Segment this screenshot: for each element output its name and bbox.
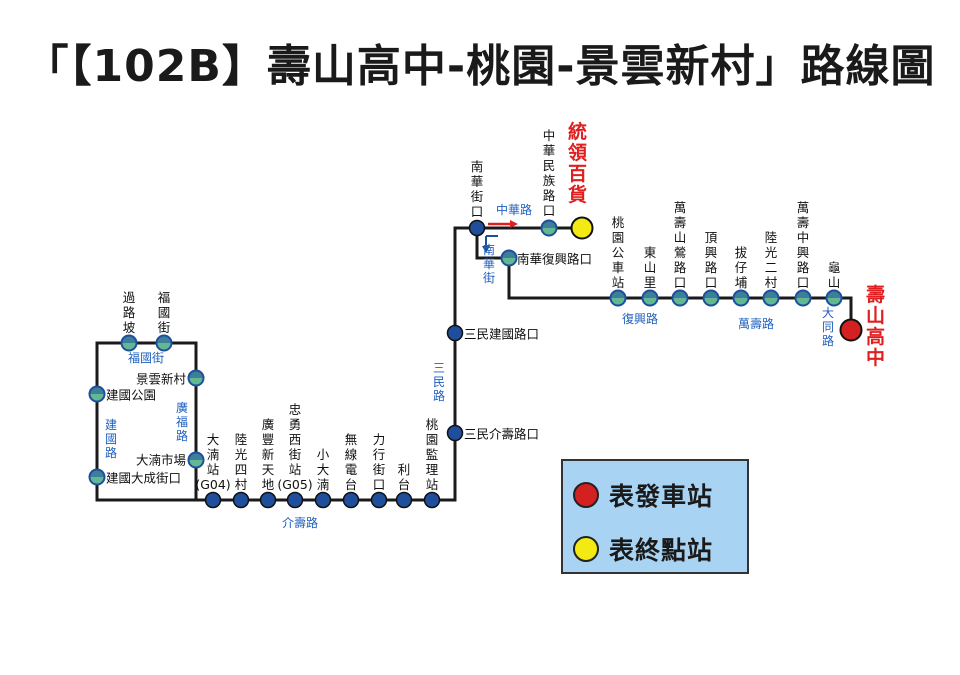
stop-nanhua-jiekou [468,219,486,237]
label-luguang-sicun: 陸光四村 [234,432,248,492]
road-zhonghua: 中華路 [496,203,533,217]
stop-xiaodadi [314,491,332,509]
label-zhonghua-minzu: 中華民族路口 [542,128,556,218]
stop-dongshanli [641,289,659,307]
label-guangfeng: 廣豐新天地 [261,417,275,492]
stop-danan [204,491,222,509]
route-line [95,226,853,502]
stop-lixing [370,491,388,509]
label-dingxing: 頂興路口 [704,230,718,290]
end-terminal-dot [570,216,594,240]
label-lita: 利台 [397,462,411,492]
label-taoyuan-bus: 桃園公車站 [611,215,625,290]
stop-zhonghua-minzu [540,219,558,237]
stop-sanmin-jianguo [446,324,464,342]
stop-dingxing [702,289,720,307]
label-jianguo-park: 建國公園 [106,387,157,403]
legend-end-label: 表終點站 [609,536,714,565]
label-sanmin-jieshou: 三民介壽路口 [464,426,540,442]
stop-guishan [825,289,843,307]
label-wanshou-shanying: 萬壽山鶯路口 [673,200,687,290]
label-dongshanli: 東山里 [643,245,657,290]
stop-danan-market [187,451,205,469]
road-wanshou: 萬壽路 [738,317,775,331]
label-wuxian: 無線電台 [344,432,358,492]
stop-wuxian [342,491,360,509]
stop-guangfeng [259,491,277,509]
legend-end-dot [573,536,599,562]
stop-guoluopo [120,334,138,352]
oneway-arrow-blue [482,235,498,253]
road-jianguo: 建國路 [104,418,117,460]
label-shoushan-terminal: 壽山高中 [866,284,886,369]
label-fuguojie: 福國街 [157,290,171,335]
label-zhongyong: 忠勇西街站(G05) [277,402,313,492]
stop-lita [395,491,413,509]
stop-jingyun [187,369,205,387]
stop-jianguo-dacheng [88,468,106,486]
oneway-arrow-red [488,220,518,228]
label-guoluopo: 過路坡 [122,290,136,335]
label-luguang-ercun: 陸光二村 [764,230,778,290]
legend-start-dot [573,482,599,508]
start-terminal-dot [839,318,863,342]
road-datong: 大同路 [821,306,834,348]
navy-stops [204,219,486,509]
road-fuxing: 復興路 [622,312,659,326]
stop-fuguojie [155,334,173,352]
stop-luguang-sicun [232,491,250,509]
page-title: 「【102B】壽山高中-桃園-景雲新村」路線圖 [24,41,936,92]
stop-wanshou-zhongxing [794,289,812,307]
legend-end-row: 表終點站 [573,531,713,567]
green-stops [88,219,843,486]
stop-taoyuan-jianli [423,491,441,509]
label-taoyuan-jianli: 桃園監理站 [425,417,439,492]
label-nanhua-jiekou: 南華街口 [470,159,484,219]
label-xiaodadi: 小大湳 [316,447,330,492]
label-sanmin-jianguo: 三民建國路口 [464,326,540,342]
stop-taoyuan-bus [609,289,627,307]
stop-sanmin-jieshou [446,424,464,442]
label-bazihpu: 拔仔埔 [734,245,748,290]
label-jianguo-dacheng: 建國大成街口 [106,470,182,486]
road-guangfu: 廣福路 [175,401,188,443]
label-tonglin-terminal: 統領百貨 [568,121,588,206]
label-guishan: 龜山 [827,260,841,290]
label-danan-market: 大湳市場 [135,452,186,468]
road-nanhua: 南華街 [482,243,495,285]
stop-luguang-ercun [762,289,780,307]
stop-wanshou-shanying [671,289,689,307]
stop-zhongyong [286,491,304,509]
label-jingyun: 景雲新村 [135,371,186,387]
legend-start-label: 表發車站 [609,482,714,511]
legend-start-row: 表發車站 [573,477,713,513]
road-jieshou: 介壽路 [282,516,319,530]
road-fuguo: 福國街 [128,351,165,365]
stop-bazihpu [732,289,750,307]
label-lixing: 力行街口 [372,432,386,492]
label-nanhua-fuxing: 南華復興路口 [517,251,593,267]
stop-nanhua-fuxing [500,249,518,267]
label-danan: 大湳站(G04) [195,432,231,492]
stop-jianguo-park [88,385,106,403]
label-wanshou-zhongxing: 萬壽中興路口 [796,200,810,290]
legend: 表發車站 表終點站 [561,459,749,574]
road-sanmin: 三民路 [432,361,445,403]
